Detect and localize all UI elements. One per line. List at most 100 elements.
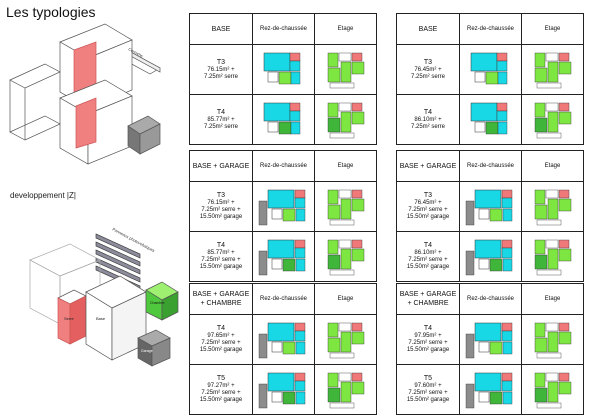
rdc-plan (459, 314, 522, 365)
table-type-label: BASE (189, 13, 253, 45)
typology-name: T3 (423, 58, 433, 66)
table-type-label: BASE + GARAGE (396, 150, 460, 182)
rdc-header: Rez-de-chaussée (459, 13, 522, 45)
rdc-header: Rez-de-chaussée (459, 150, 522, 182)
etage-plan (521, 44, 584, 95)
rdc-header: Rez-de-chaussée (252, 13, 315, 45)
typology-extra-area: 15.50m² garage (199, 264, 243, 270)
typology-extra-area: 7.25m² serre + (201, 340, 241, 346)
page-title: Les typologies (6, 4, 96, 20)
isometric-diagram-top: Corniche (9, 23, 161, 165)
etage-plan (521, 314, 584, 365)
rdc-plan (459, 231, 522, 282)
typology-area: 76.15m² + (207, 200, 235, 206)
typology-extra-area: 15.50m² garage (199, 214, 243, 220)
rdc-header: Rez-de-chaussée (459, 283, 522, 315)
typology-extra-area: 7.25m² serre + (201, 390, 241, 396)
typology-area: 76.15m² + (207, 66, 235, 73)
rdc-plan (252, 181, 315, 232)
typology-name: T3 (216, 58, 226, 66)
rdc-plan (252, 364, 315, 415)
etage-plan (314, 231, 377, 282)
typology-extra-area: 7.25m² serre + (408, 340, 448, 346)
typology-area: 76.45m² + (414, 200, 442, 206)
typology-name: T4 (216, 325, 226, 332)
typology-name: T3 (423, 192, 433, 199)
diagram-label: developpement |Z| (10, 191, 76, 200)
typology-extra-area: 15.50m² garage (406, 347, 450, 353)
typology-extra-area: 15.50m² garage (199, 347, 243, 353)
typology-area: 85.77m² + (207, 116, 235, 123)
typology-extra-area: 7.25m² serre + (408, 257, 448, 263)
rdc-plan (459, 44, 522, 95)
etage-plan (314, 44, 377, 95)
typology-area: 97.95m² + (414, 333, 442, 339)
isometric-diagram-bottom: Panneaux photovoltaïques Serre Base Cham… (29, 226, 179, 367)
etage-header: Etage (314, 150, 377, 182)
typology-name: T4 (423, 108, 433, 116)
rdc-plan (252, 231, 315, 282)
table-type-label: BASE + GARAGE (189, 150, 253, 182)
typology-extra-area: 7.25m² serre (410, 123, 445, 130)
typology-extra-area: 15.50m² garage (406, 397, 450, 403)
iso-label-garage: Garage (141, 349, 153, 353)
typology-extra-area: 15.50m² garage (406, 214, 450, 220)
rdc-plan (252, 314, 315, 365)
typology-area: 76.45m² + (414, 66, 442, 73)
typology-extra-area: 7.25m² serre (410, 73, 445, 80)
rdc-plan (459, 181, 522, 232)
etage-plan (521, 364, 584, 415)
typology-area: 97.65m² + (207, 333, 235, 339)
typology-name: T4 (216, 242, 226, 249)
rdc-plan (252, 94, 315, 145)
typology-name: T4 (216, 108, 226, 116)
table-type-label: BASE + GARAGE + CHAMBRE (396, 283, 460, 315)
typology-extra-area: 7.25m² serre (203, 123, 238, 130)
iso-label-serre: Serre (64, 316, 75, 321)
table-type-label: BASE + GARAGE + CHAMBRE (189, 283, 253, 315)
etage-header: Etage (314, 283, 377, 315)
iso-label-panels: Panneaux photovoltaïques (112, 226, 156, 253)
etage-plan (521, 231, 584, 282)
etage-plan (314, 94, 377, 145)
iso-label-base: Base (96, 316, 106, 321)
typology-extra-area: 15.50m² garage (199, 397, 243, 403)
typology-extra-area: 7.25m² serre + (201, 257, 241, 263)
rdc-header: Rez-de-chaussée (252, 150, 315, 182)
etage-plan (314, 314, 377, 365)
typology-name: T4 (423, 325, 433, 332)
etage-plan (521, 181, 584, 232)
typology-area: 86.10m² + (414, 250, 442, 256)
etage-header: Etage (521, 150, 584, 182)
rdc-plan (252, 44, 315, 95)
typology-area: 97.60m² + (414, 383, 442, 389)
etage-header: Etage (521, 13, 584, 45)
rdc-plan (459, 94, 522, 145)
typology-extra-area: 7.25m² serre + (408, 207, 448, 213)
etage-header: Etage (521, 283, 584, 315)
